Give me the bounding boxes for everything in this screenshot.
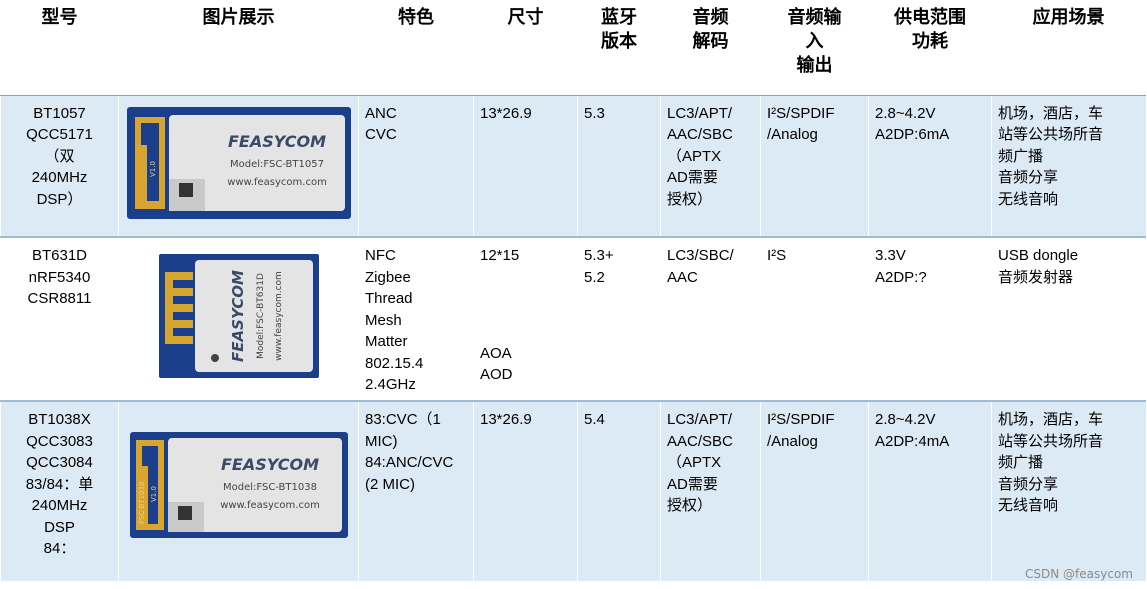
cell-applications: 机场，酒店，车 站等公共场所音 频广播 音频分享 无线音响	[991, 95, 1146, 238]
cell-model: BT1038X QCC3083 QCC3084 83/84：单 240MHz D…	[0, 401, 119, 581]
cell-codec: LC3/SBC/ AAC	[660, 237, 761, 402]
cell-bt-version: 5.3	[577, 95, 661, 238]
header-model: 型号	[0, 0, 119, 96]
table-row: BT1057 QCC5171 （双 240MHz DSP） V1.0 FEASY…	[0, 95, 1146, 238]
header-row: 型号 图片展示 特色 尺寸 蓝牙 版本 音频 解码 音频输 入 输出 供电范围 …	[0, 0, 1146, 96]
cell-applications: USB dongle 音频发射器	[991, 237, 1146, 402]
cell-model: BT631D nRF5340 CSR8811	[0, 237, 119, 402]
cell-size-extra: AOA AOD	[480, 344, 513, 384]
module-model-label: Model:FSC-BT1038	[223, 482, 317, 493]
header-power: 供电范围 功耗	[868, 0, 992, 96]
header-image: 图片展示	[118, 0, 359, 96]
cell-power: 2.8~4.2V A2DP:6mA	[868, 95, 992, 238]
cell-features: 83:CVC（1 MIC) 84:ANC/CVC (2 MIC)	[358, 401, 474, 581]
module-image-bt1057: V1.0 FEASYCOM Model:FSC-BT1057 www.feasy…	[126, 106, 351, 219]
watermark: CSDN @feasycom	[1025, 567, 1133, 581]
table-row: BT631D nRF5340 CSR8811 FEASYCOM Model:FS…	[0, 237, 1146, 402]
cell-size: 12*15 AOA AOD	[473, 237, 578, 402]
header-size: 尺寸	[473, 0, 578, 96]
table-row: BT1038X QCC3083 QCC3084 83/84：单 240MHz D…	[0, 401, 1146, 581]
cell-power: 2.8~4.2V A2DP:4mA	[868, 401, 992, 581]
cell-features: NFC Zigbee Thread Mesh Matter 802.15.4 2…	[358, 237, 474, 402]
module-brand-logo: FEASYCOM	[229, 270, 247, 362]
module-model-label: Model:FSC-BT1057	[230, 159, 324, 170]
cell-audio-io: I²S/SPDIF /Analog	[760, 401, 869, 581]
cell-audio-io: I²S	[760, 237, 869, 402]
cell-bt-version: 5.4	[577, 401, 661, 581]
module-brand-logo: FEASYCOM	[220, 455, 318, 474]
cell-bt-version: 5.3+ 5.2	[577, 237, 661, 402]
cell-image: FEASYCOM Model:FSC-BT631D www.feasycom.c…	[118, 237, 359, 402]
header-features: 特色	[358, 0, 474, 96]
header-audio-io: 音频输 入 输出	[760, 0, 869, 96]
module-brand-logo: FEASYCOM	[227, 132, 325, 151]
cell-image: V1.0 FEASYCOM Model:FSC-BT1057 www.feasy…	[118, 95, 359, 238]
cell-model: BT1057 QCC5171 （双 240MHz DSP）	[0, 95, 119, 238]
cell-audio-io: I²S/SPDIF /Analog	[760, 95, 869, 238]
module-site-label: www.feasycom.com	[227, 177, 327, 188]
cell-codec: LC3/APT/ AAC/SBC （APTX AD需要 授权）	[660, 401, 761, 581]
header-bt-version: 蓝牙 版本	[577, 0, 661, 96]
header-applications: 应用场景	[991, 0, 1146, 96]
cell-power: 3.3V A2DP:?	[868, 237, 992, 402]
cell-features: ANC CVC	[358, 95, 474, 238]
module-image-bt1038: FSC-BT1038 V1.0 FEASYCOM Model:FSC-BT103…	[129, 432, 348, 538]
module-version-label: V1.0	[149, 161, 157, 177]
cell-codec: LC3/APT/ AAC/SBC （APTX AD需要 授权）	[660, 95, 761, 238]
cell-size: 13*26.9	[473, 401, 578, 581]
cell-image: FSC-BT1038 V1.0 FEASYCOM Model:FSC-BT103…	[118, 401, 359, 581]
module-image-bt631d: FEASYCOM Model:FSC-BT631D www.feasycom.c…	[158, 253, 319, 378]
module-side-label: FSC-BT1038	[138, 482, 146, 524]
module-site-label: www.feasycom.com	[220, 500, 320, 511]
header-audio-codec: 音频 解码	[660, 0, 761, 96]
module-site-label: www.feasycom.com	[274, 271, 284, 361]
cell-size: 13*26.9	[473, 95, 578, 238]
cell-applications: 机场，酒店，车 站等公共场所音 频广播 音频分享 无线音响	[991, 401, 1146, 581]
module-model-label: Model:FSC-BT631D	[256, 273, 266, 359]
module-version-label: V1.0	[150, 486, 158, 502]
